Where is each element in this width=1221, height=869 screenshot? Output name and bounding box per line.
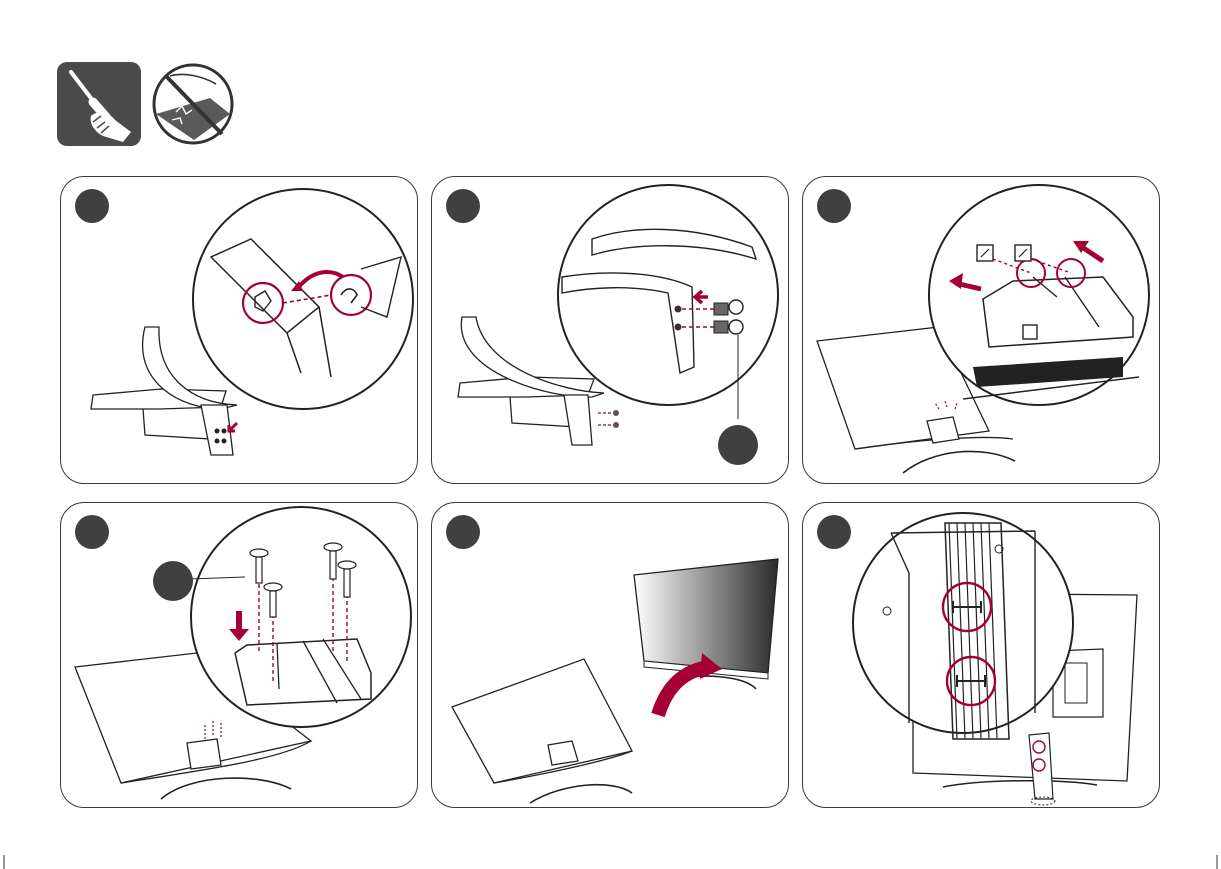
stand-arm-attach-illustration bbox=[61, 177, 418, 484]
stand-screws-side-illustration bbox=[432, 177, 789, 484]
crop-mark-right bbox=[1207, 855, 1221, 869]
step-panel-4 bbox=[60, 502, 418, 808]
step-panel-1 bbox=[60, 176, 418, 484]
raise-tv-upright-illustration bbox=[432, 503, 789, 808]
screwdriver-hand-icon bbox=[57, 62, 141, 146]
cable-management-illustration bbox=[803, 503, 1160, 808]
part-callout-badge bbox=[718, 425, 758, 465]
screw-stand-to-tv-illustration bbox=[61, 503, 418, 808]
step-panel-5 bbox=[431, 502, 789, 808]
step-panel-2 bbox=[431, 176, 789, 484]
part-callout-badge bbox=[153, 561, 193, 601]
crop-mark-left bbox=[0, 855, 14, 869]
step-panel-3 bbox=[802, 176, 1160, 484]
step-panel-6 bbox=[802, 502, 1160, 808]
no-scratch-floor-icon bbox=[150, 62, 234, 146]
align-stand-to-tv-illustration bbox=[803, 177, 1160, 484]
